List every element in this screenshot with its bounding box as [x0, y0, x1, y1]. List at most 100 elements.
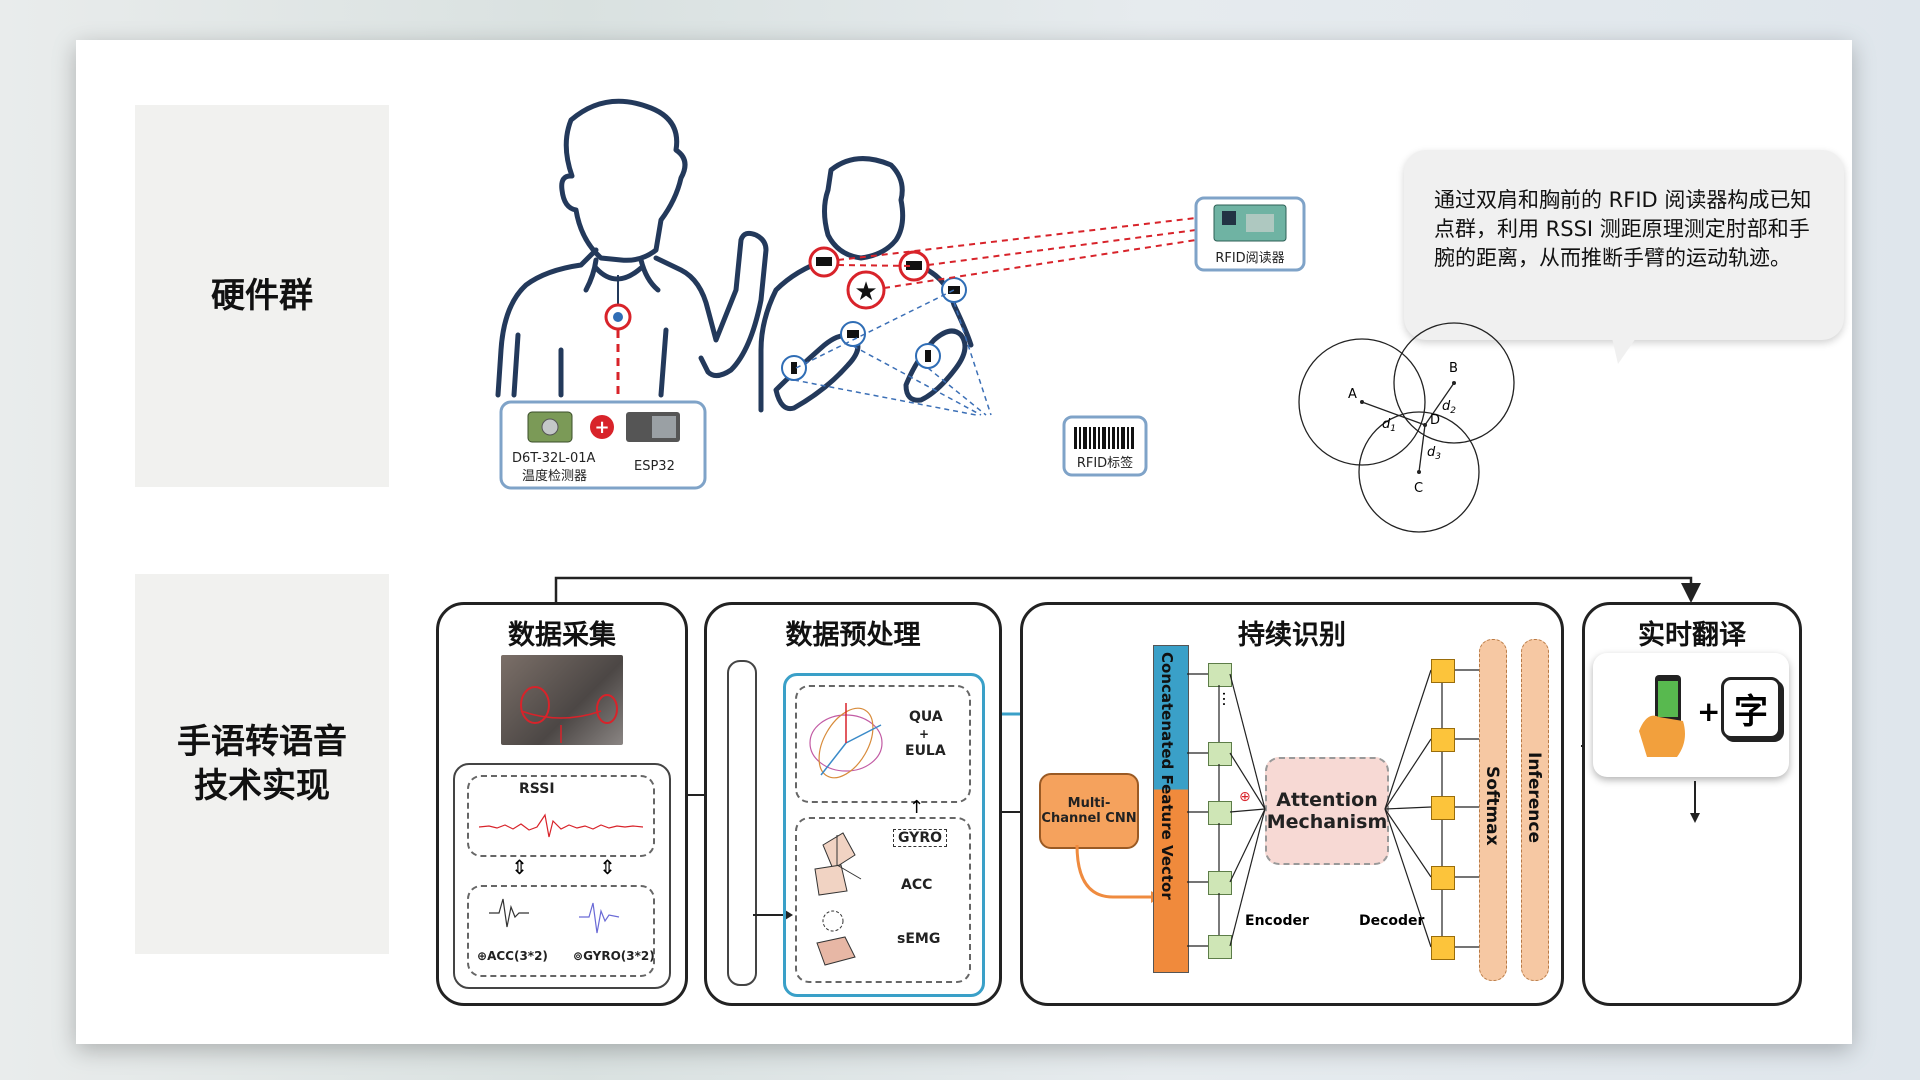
stage-recognize: 持续识别 Multi- Channel CNN Concatenated Fea… [1020, 602, 1564, 1006]
stage-collect-title: 数据采集 [508, 620, 616, 651]
softmax-label: Softmax [1482, 766, 1502, 846]
up-down-arrow-right-icon: ⇕ [599, 855, 616, 879]
trilateration-diagram: A B C D d1 d2 d3 [1298, 322, 1515, 533]
character-card-text: 字 [1734, 691, 1768, 732]
tag-blue-links [793, 289, 992, 416]
preprocess-input-bar [727, 660, 757, 986]
arrow-down-icon [1690, 781, 1700, 823]
stage-translate: 实时翻译 + 字 [1582, 602, 1802, 1006]
rotation-sphere-icon [809, 703, 883, 779]
semg-input-label: sEMG [897, 931, 941, 947]
sensor-label-line1: D6T-32L-01A [512, 451, 596, 466]
hardware-illustration: + D6T-32L-01A 温度检测器 ESP32 ★ [495, 98, 1306, 490]
plus-red-icon [590, 415, 614, 439]
distance-d2-label: d2 [1442, 399, 1456, 416]
decoder-cell [1431, 659, 1455, 683]
slide-panel: 硬件群 手语转语音 技术实现 + D6T-32L-01A [76, 40, 1852, 1044]
qua-plus-label: + [919, 727, 930, 741]
star-icon: ★ [854, 277, 877, 307]
arm-highlight-icon [520, 686, 618, 743]
encoder-cell [1208, 935, 1232, 959]
section-implementation-line2: 技术实现 [194, 766, 330, 806]
eula-label: EULA [905, 743, 946, 759]
character-card-icon: 字 [1721, 677, 1781, 739]
softmax-bar: Softmax [1479, 639, 1507, 981]
distance-d3-label: d3 [1427, 445, 1441, 462]
stage-recognize-title: 持续识别 [1238, 620, 1346, 651]
circle-a [1298, 338, 1426, 466]
hand-gesture-icon [814, 832, 862, 966]
stage-preprocess: 数据预处理 QUA + EULA ↑ [704, 602, 1002, 1006]
attention-line1: Attention [1276, 789, 1378, 811]
multichannel-cnn-block: Multi- Channel CNN [1039, 773, 1139, 849]
description-bubble: 通过双肩和胸前的 RFID 阅读器构成已知点群，利用 RSSI 测距原理测定肘部… [1404, 150, 1844, 340]
phone-in-hand-icon [1639, 675, 1685, 757]
up-arrow-icon: ↑ [909, 797, 925, 818]
stage-translate-title: 实时翻译 [1638, 620, 1746, 651]
section-implementation-line1: 手语转语音 [177, 722, 347, 762]
encoder-cell [1208, 871, 1232, 895]
encoder-cell [1208, 663, 1232, 687]
translate-plus-label: + [1697, 695, 1721, 728]
sensor-label-line2: 温度检测器 [522, 468, 587, 484]
esp32-label: ESP32 [634, 459, 675, 474]
description-text: 通过双肩和胸前的 RFID 阅读器构成已知点群，利用 RSSI 测距原理测定肘部… [1434, 188, 1812, 270]
stage-collect: 数据采集 RSSI ⇕ ⇕ ⊕ACC(3*2) [436, 602, 688, 1006]
imu-waveform [489, 898, 620, 934]
decoder-cell [1431, 936, 1455, 960]
qua-label: QUA [909, 709, 943, 725]
wearer-photo [501, 655, 623, 745]
feature-vector-bar: Concatenated Feature Vector [1153, 645, 1189, 973]
gyro-sensor-icon: ⊚ [573, 949, 584, 963]
point-a-label: A [1348, 387, 1357, 402]
section-hardware-text: 硬件群 [211, 276, 313, 316]
encoder-label: Encoder [1245, 913, 1309, 929]
sound-wave-icon [1658, 864, 1734, 946]
gyro-label: ⊚GYRO(3*2) [573, 949, 655, 963]
rssi-label: RSSI [519, 781, 555, 797]
person-front-figure [495, 98, 769, 398]
rfid-tag-label: RFID标签 [1077, 455, 1133, 471]
raw-sensor-box: GYRO ACC sEMG [795, 817, 971, 983]
feature-vector-label: Concatenated Feature Vector [1158, 652, 1176, 900]
rfid-chest-icon [846, 270, 886, 310]
point-c-label: C [1414, 481, 1423, 496]
gyro-input-label: GYRO [893, 829, 948, 847]
up-down-arrow-left-icon: ⇕ [511, 855, 528, 879]
decoder-cell [1431, 866, 1455, 890]
acc-input-label: ACC [901, 877, 933, 893]
decoder-cell [1431, 728, 1455, 752]
encoder-cell [1208, 742, 1232, 766]
rssi-signal-box: RSSI [467, 775, 655, 857]
decoder-label: Decoder [1359, 913, 1425, 929]
imu-signal-box: ⊕ACC(3*2) ⊚GYRO(3*2) [467, 885, 655, 977]
section-label-implementation: 手语转语音 技术实现 [135, 574, 389, 954]
point-b-label: B [1449, 361, 1458, 376]
bubble-tail [1612, 338, 1636, 364]
decoder-cell [1431, 796, 1455, 820]
person-side-figure [758, 156, 974, 413]
attention-mechanism-block: Attention Mechanism [1265, 757, 1389, 865]
section-label-hardware: 硬件群 [135, 105, 389, 487]
signal-container [453, 763, 671, 989]
attention-line2: Mechanism [1266, 811, 1388, 833]
recognize-connectors [1187, 669, 1479, 948]
reader-red-links [837, 217, 1197, 289]
combine-icon: ⊕ [1239, 789, 1251, 805]
svg-text:+: + [594, 417, 609, 438]
feedback-line [554, 576, 1701, 604]
cnn-line2: Channel CNN [1041, 811, 1137, 826]
inference-bar: Inference [1521, 639, 1549, 981]
quaternion-box: QUA + EULA [795, 685, 971, 803]
circle-c [1358, 411, 1480, 533]
rssi-waveform [479, 813, 643, 838]
encoder-ellipsis-icon: ⋯ [1215, 691, 1234, 707]
encoder-cell [1208, 801, 1232, 825]
rfid-reader-label: RFID阅读器 [1215, 251, 1284, 266]
barcode-icon [1074, 427, 1134, 449]
preprocess-teal-box [783, 673, 985, 997]
inference-label: Inference [1524, 752, 1544, 843]
acc-sensor-icon: ⊕ [477, 949, 488, 963]
cnn-line1: Multi- [1067, 796, 1111, 811]
acc-label: ⊕ACC(3*2) [477, 949, 548, 963]
